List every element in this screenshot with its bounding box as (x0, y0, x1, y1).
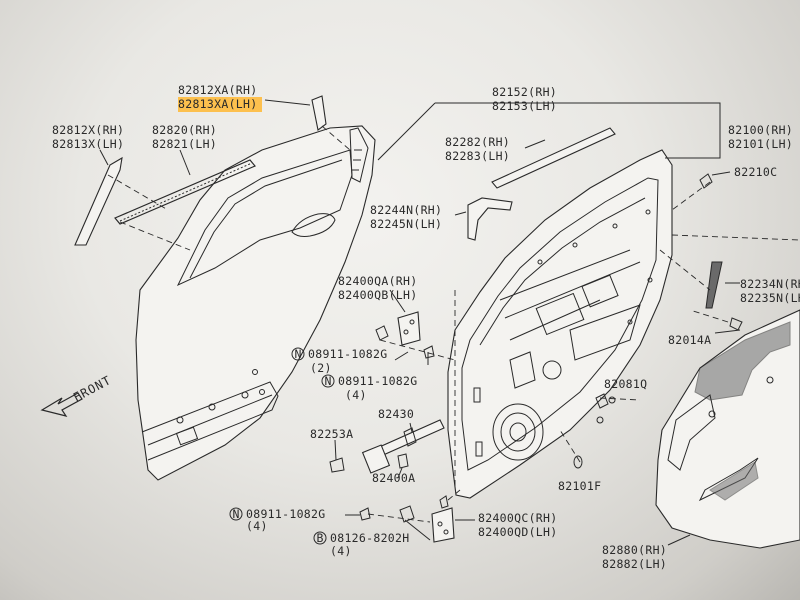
label-82014a: 82014A (668, 333, 711, 347)
label-08911-a: 08911-1082G (308, 347, 387, 361)
clip-82014a (729, 317, 743, 331)
label-82282: 82282(RH) (445, 135, 510, 149)
label-82253a: 82253A (310, 427, 353, 441)
cap-82081q (595, 393, 609, 409)
label-08911-a-qty: (2) (310, 361, 332, 375)
label-82880: 82880(RH) (602, 543, 667, 557)
label-08126-qty: (4) (330, 544, 352, 558)
n-mark-3 (229, 507, 243, 521)
pillar-trim-82812xa (311, 95, 327, 131)
label-82400qa: 82400QA(RH) (338, 274, 417, 288)
inner-door-frame (447, 149, 673, 499)
label-08911-c-qty: (4) (246, 519, 268, 533)
n-mark-1-letter: N (295, 347, 302, 361)
label-82244n: 82244N(RH) (370, 203, 442, 217)
label-82101f: 82101F (558, 479, 601, 493)
label-08911-b: 08911-1082G (338, 374, 417, 388)
label-82100: 82100(RH) (728, 123, 793, 137)
label-82400qb: 82400QB(LH) (338, 288, 417, 302)
weatherstrip-82282 (491, 127, 616, 189)
screw-82210c (699, 173, 713, 189)
label-08911-c: 08911-1082G (246, 507, 325, 521)
label-82812x: 82812X(RH) (52, 123, 124, 137)
lower-hinge (359, 495, 455, 543)
label-82813x: 82813X(LH) (52, 137, 124, 151)
label-82400a: 82400A (372, 471, 415, 485)
label-82153: 82153(LH) (492, 99, 557, 113)
door-check-82430 (329, 419, 445, 474)
label-82245n: 82245N(LH) (370, 217, 442, 231)
label-82813xa: 82813XA(LH) (178, 97, 257, 111)
label-82210c: 82210C (734, 165, 777, 179)
part-labels: 82812XA(RH) 82813XA(LH) 82812X(RH) 82813… (52, 83, 800, 571)
door-trim-panel (655, 309, 800, 549)
label-08126: 08126-8202H (330, 531, 409, 545)
sash-cover-82244n (467, 197, 513, 241)
grommet-82101f (573, 455, 583, 469)
label-82400qc: 82400QC(RH) (478, 511, 557, 525)
label-82152: 82152(RH) (492, 85, 557, 99)
front-label: FRONT (71, 373, 114, 405)
front-arrow (40, 392, 83, 417)
upper-hinge (375, 311, 435, 359)
label-82821: 82821(LH) (152, 137, 217, 151)
n-mark-2-letter: N (325, 374, 332, 388)
label-82235n: 82235N(LH (740, 291, 800, 305)
label-82400qd: 82400QD(LH) (478, 525, 557, 539)
n-mark-3-letter: N (233, 507, 240, 521)
label-82234n: 82234N(RH (740, 277, 800, 291)
label-82283: 82283(LH) (445, 149, 510, 163)
run-channel-82234n (705, 261, 723, 309)
belt-moulding (114, 159, 256, 225)
label-82430: 82430 (378, 407, 414, 421)
outer-door-panel (135, 125, 376, 481)
label-82820: 82820(RH) (152, 123, 217, 137)
highlight-82813xa (178, 97, 262, 112)
label-82101: 82101(LH) (728, 137, 793, 151)
n-mark-1 (291, 347, 305, 361)
label-82081q: 82081Q (604, 377, 647, 391)
n-mark-2 (321, 374, 335, 388)
b-mark-letter: B (317, 531, 324, 545)
pillar-trim-82812x (74, 156, 123, 246)
label-82812xa: 82812XA(RH) (178, 83, 257, 97)
label-08911-b-qty: (4) (345, 388, 367, 402)
b-mark (313, 531, 327, 545)
label-82882: 82882(LH) (602, 557, 667, 571)
